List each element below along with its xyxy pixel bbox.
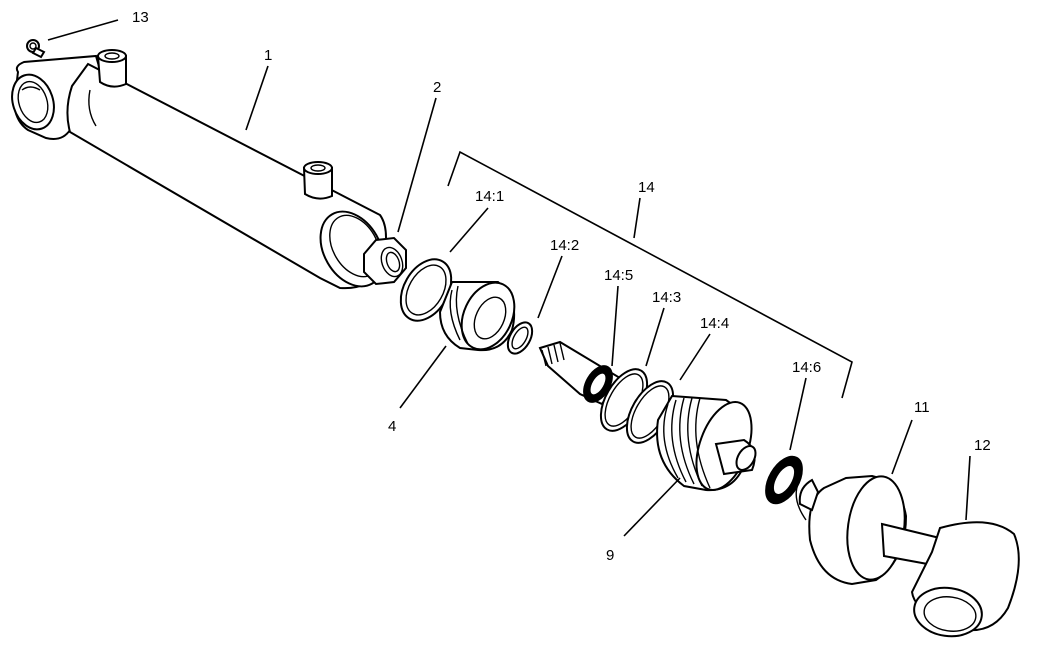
label-14-3: 14:3 [652,289,681,306]
part-1-cylinder-barrel [11,49,387,290]
label-13: 13 [132,9,149,26]
part-13-grease-nipple [26,39,46,59]
label-14-6: 14:6 [792,359,821,376]
label-14: 14 [638,179,655,196]
part-9-piston [656,394,757,492]
label-14-4: 14:4 [700,315,729,332]
label-9: 9 [606,547,614,564]
label-11: 11 [914,399,930,416]
label-2: 2 [433,79,441,96]
part-12-rod-eye [880,521,1020,638]
label-14-5: 14:5 [604,267,633,284]
part-14-2-o-ring [506,321,534,355]
part-14-5-seal [583,365,613,403]
part-4-gland [438,281,516,352]
label-4: 4 [388,418,396,435]
label-1: 1 [264,47,272,64]
part-labels: 13 1 2 14 14:1 14:2 14:5 14:3 14:4 14:6 … [132,9,991,564]
label-12: 12 [974,437,991,454]
label-14-2: 14:2 [550,237,579,254]
label-14-1: 14:1 [475,188,504,205]
leader-lines [47,19,971,537]
part-2-nut [363,236,407,286]
part-14-6-seal [765,455,803,505]
